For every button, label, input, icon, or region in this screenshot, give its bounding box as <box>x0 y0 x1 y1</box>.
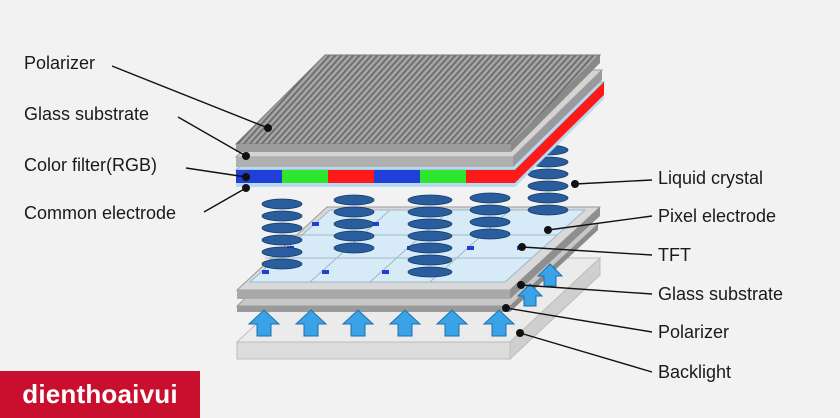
label-liquid-crystal: Liquid crystal <box>658 168 763 188</box>
crystal-column <box>527 144 569 216</box>
brand-logo-text: dienthoaivui <box>22 379 178 409</box>
brand-logo: dienthoaivui <box>0 371 200 418</box>
backlight-arrows <box>247 263 564 337</box>
top-polarizer-layer <box>234 54 602 152</box>
crystal-column <box>333 194 375 254</box>
liquid-crystal-columns <box>261 144 569 278</box>
label-pixel-electrode: Pixel electrode <box>658 206 776 226</box>
right-labels: Liquid crystal Pixel electrode TFT Glass… <box>658 168 783 382</box>
left-labels: Polarizer Glass substrate Color filter(R… <box>24 53 176 223</box>
label-common-electrode: Common electrode <box>24 203 176 223</box>
label-backlight: Backlight <box>658 362 731 382</box>
leader-lines <box>111 65 653 373</box>
crystal-column <box>261 198 303 270</box>
label-color-filter: Color filter(RGB) <box>24 155 157 175</box>
label-tft: TFT <box>658 245 691 265</box>
label-glass-substrate-bottom: Glass substrate <box>658 284 783 304</box>
crystal-column <box>407 194 453 278</box>
label-polarizer-bottom: Polarizer <box>658 322 729 342</box>
label-glass-substrate-top: Glass substrate <box>24 104 149 124</box>
label-polarizer-top: Polarizer <box>24 53 95 73</box>
crystal-column <box>469 192 511 240</box>
